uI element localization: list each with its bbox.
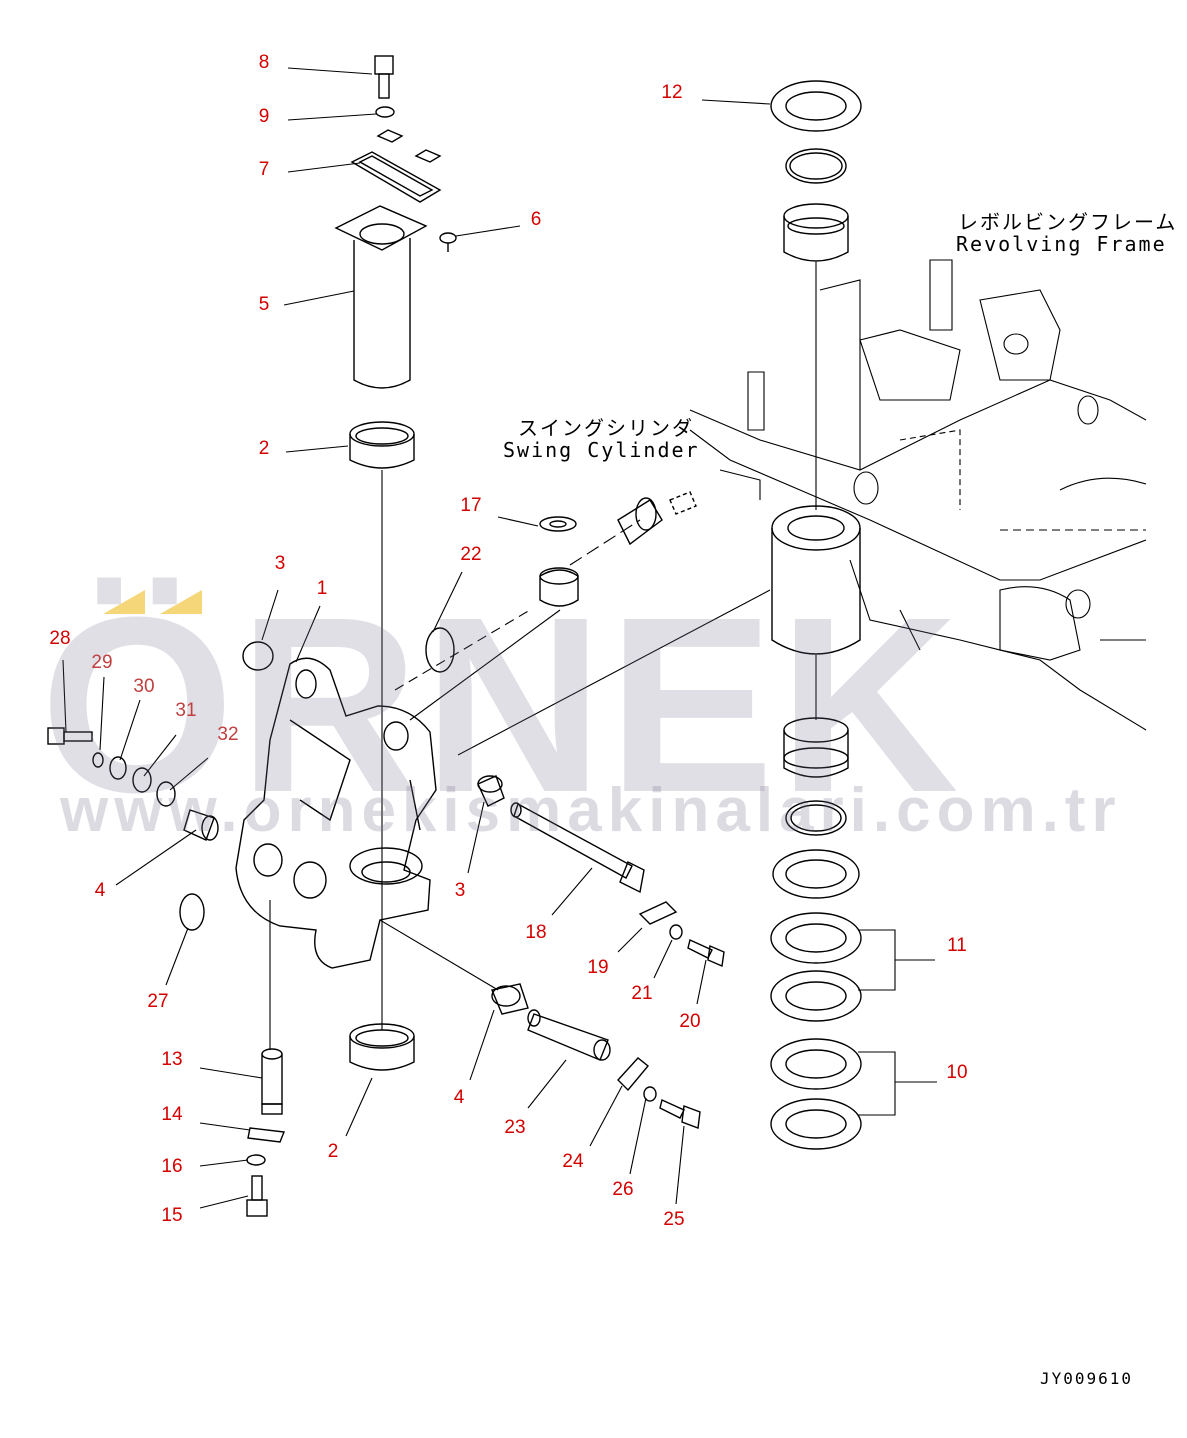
callout-number: 4 — [94, 880, 106, 901]
callout-number: 18 — [525, 922, 547, 943]
callout-number: 13 — [161, 1049, 183, 1070]
callout-number: 23 — [504, 1117, 526, 1138]
bushing-3-right — [477, 775, 505, 807]
drawing-number: JY009610 — [1039, 1369, 1133, 1388]
callout-number: 3 — [274, 553, 286, 574]
callout-number: 5 — [258, 294, 270, 315]
callout-number: 2 — [258, 438, 270, 459]
callout-number: 7 — [258, 159, 270, 180]
callout-number: 10 — [946, 1062, 968, 1083]
pin-5 — [334, 205, 428, 389]
pin-23 — [527, 1009, 611, 1061]
callout-number: 4 — [453, 1087, 465, 1108]
bushing-4-left — [183, 809, 219, 841]
swing-cylinder — [539, 491, 697, 607]
bolt-28 — [47, 727, 93, 745]
callout-number: 6 — [530, 209, 542, 230]
right-stack — [770, 80, 862, 1150]
leader-lines — [62, 67, 937, 1209]
grease-fitting-6 — [439, 232, 457, 252]
watermark-url: www.ornekismakinalari.com.tr — [60, 776, 1122, 845]
callout-number: 31 — [175, 700, 197, 721]
callout-number: 27 — [147, 991, 169, 1012]
callout-number: 9 — [258, 106, 270, 127]
revolving-frame-label-en: Revolving Frame — [956, 232, 1167, 256]
watermark-brand: ÖRNEK — [40, 565, 963, 844]
callout-number: 3 — [454, 880, 466, 901]
lock-plates — [376, 129, 442, 163]
pin-18 — [510, 802, 645, 894]
callout-number: 24 — [562, 1151, 584, 1172]
plate-14 — [247, 1127, 285, 1143]
callout-number: 8 — [258, 52, 270, 73]
swing-cylinder-label-jp: スイングシリンダ — [518, 416, 694, 440]
callout-number: 11 — [947, 935, 967, 956]
plate-7 — [350, 151, 442, 203]
callout-number: 17 — [460, 495, 482, 516]
washer-26 — [643, 1086, 657, 1102]
callout-number: 16 — [161, 1156, 183, 1177]
bolt-25 — [659, 1099, 701, 1129]
washer-9 — [375, 106, 395, 118]
ring-32 — [156, 781, 176, 807]
callout-number: 15 — [161, 1205, 183, 1226]
callout-number: 28 — [49, 628, 71, 649]
callout-number: 21 — [631, 983, 653, 1004]
plate-24 — [617, 1057, 649, 1092]
swing-cylinder-label-en: Swing Cylinder — [503, 438, 700, 462]
washer-16 — [246, 1154, 266, 1166]
shim-22 — [425, 627, 455, 673]
washer-21 — [669, 924, 683, 940]
callout-number: 2 — [327, 1141, 339, 1162]
callout-number: 32 — [217, 724, 239, 745]
callout-number: 25 — [663, 1209, 685, 1230]
washer-29 — [92, 752, 104, 768]
bushing-4-right — [491, 983, 529, 1015]
bolt-20 — [687, 939, 725, 968]
callout-number: 26 — [612, 1179, 634, 1200]
bushing-2-lower — [349, 1023, 415, 1071]
plate-19 — [638, 901, 678, 925]
bolt-15 — [246, 1175, 268, 1217]
bolt-8 — [374, 55, 394, 99]
callout-number: 20 — [679, 1011, 701, 1032]
callout-number: 14 — [161, 1104, 183, 1125]
revolving-frame-label-jp: レボルビングフレーム — [958, 210, 1178, 234]
callout-number: 30 — [133, 676, 155, 697]
callout-number: 22 — [460, 544, 482, 565]
callout-number: 19 — [587, 957, 609, 978]
ring-31 — [132, 767, 152, 793]
watermark-accent — [103, 590, 202, 614]
shim-27 — [179, 893, 205, 931]
callout-number: 1 — [316, 578, 328, 599]
washer-30 — [109, 756, 127, 780]
revolving-frame — [689, 259, 1147, 731]
callout-number: 29 — [91, 652, 113, 673]
pin-13 — [261, 1048, 283, 1115]
bushing-2-upper — [349, 421, 415, 469]
callout-number: 12 — [661, 82, 683, 103]
swing-bracket-1 — [235, 657, 437, 969]
bushing-3-left — [242, 641, 274, 671]
